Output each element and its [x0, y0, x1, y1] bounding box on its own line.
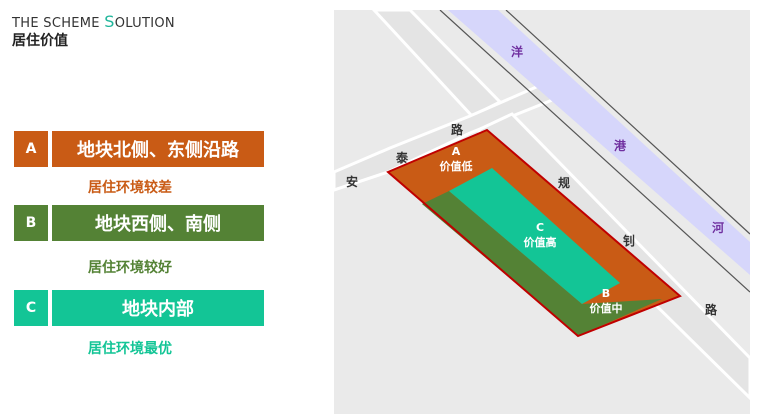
road-gui-zhao-char-2: 钊: [623, 233, 635, 248]
river-bank-west: [439, 10, 750, 293]
legend-row-b: B 地块西侧、南侧: [14, 205, 264, 241]
site-map-svg: A 价值低 C 价值高 B 价值中 安 泰 路 规 钊 路 洋 港 河: [334, 10, 750, 414]
title-english: THE SCHEME SOLUTION: [12, 12, 175, 32]
river-char-1: 洋: [511, 44, 523, 59]
zone-a-value: 价值低: [440, 159, 473, 173]
legend-letter-a: A: [14, 131, 48, 167]
page-header: THE SCHEME SOLUTION 居住价值: [12, 14, 175, 50]
zone-a-letter: A: [452, 145, 461, 158]
road-an-tai-char-2: 泰: [395, 150, 409, 165]
zone-c-value: 价值高: [524, 235, 557, 249]
river-bank-east: [505, 10, 750, 235]
legend-label-c: 地块内部: [52, 290, 264, 326]
zone-b: [422, 191, 662, 336]
zone-c: [449, 168, 620, 304]
river: [448, 10, 750, 275]
zone-c-letter: C: [536, 221, 544, 234]
legend-caption-a: 居住环境较差: [88, 180, 172, 196]
legend-label-b: 地块西侧、南侧: [52, 205, 264, 241]
legend-letter-c: C: [14, 290, 48, 326]
legend-caption-c: 居住环境最优: [88, 341, 172, 357]
river-char-3: 河: [711, 220, 724, 235]
road-an-tai-char-3: 路: [451, 122, 464, 137]
site-boundary: [386, 128, 682, 338]
road-gui-zhao-char-3: 路: [705, 302, 718, 317]
zone-b-value: 价值中: [590, 301, 623, 315]
zone-b-letter: B: [602, 287, 610, 300]
legend-row-a: A 地块北侧、东侧沿路: [14, 131, 264, 167]
legend-label-a: 地块北侧、东侧沿路: [52, 131, 264, 167]
legend-row-c: C 地块内部: [14, 290, 264, 326]
road-an-tai-char-1: 安: [346, 174, 358, 189]
river-char-2: 港: [614, 138, 627, 153]
site-map: A 价值低 C 价值高 B 价值中 安 泰 路 规 钊 路 洋 港 河: [334, 10, 750, 414]
road-gui-zhao-char-1: 规: [558, 175, 570, 190]
legend-caption-b: 居住环境较好: [88, 260, 172, 276]
legend-letter-b: B: [14, 205, 48, 241]
title-chinese: 居住价值: [12, 33, 68, 49]
